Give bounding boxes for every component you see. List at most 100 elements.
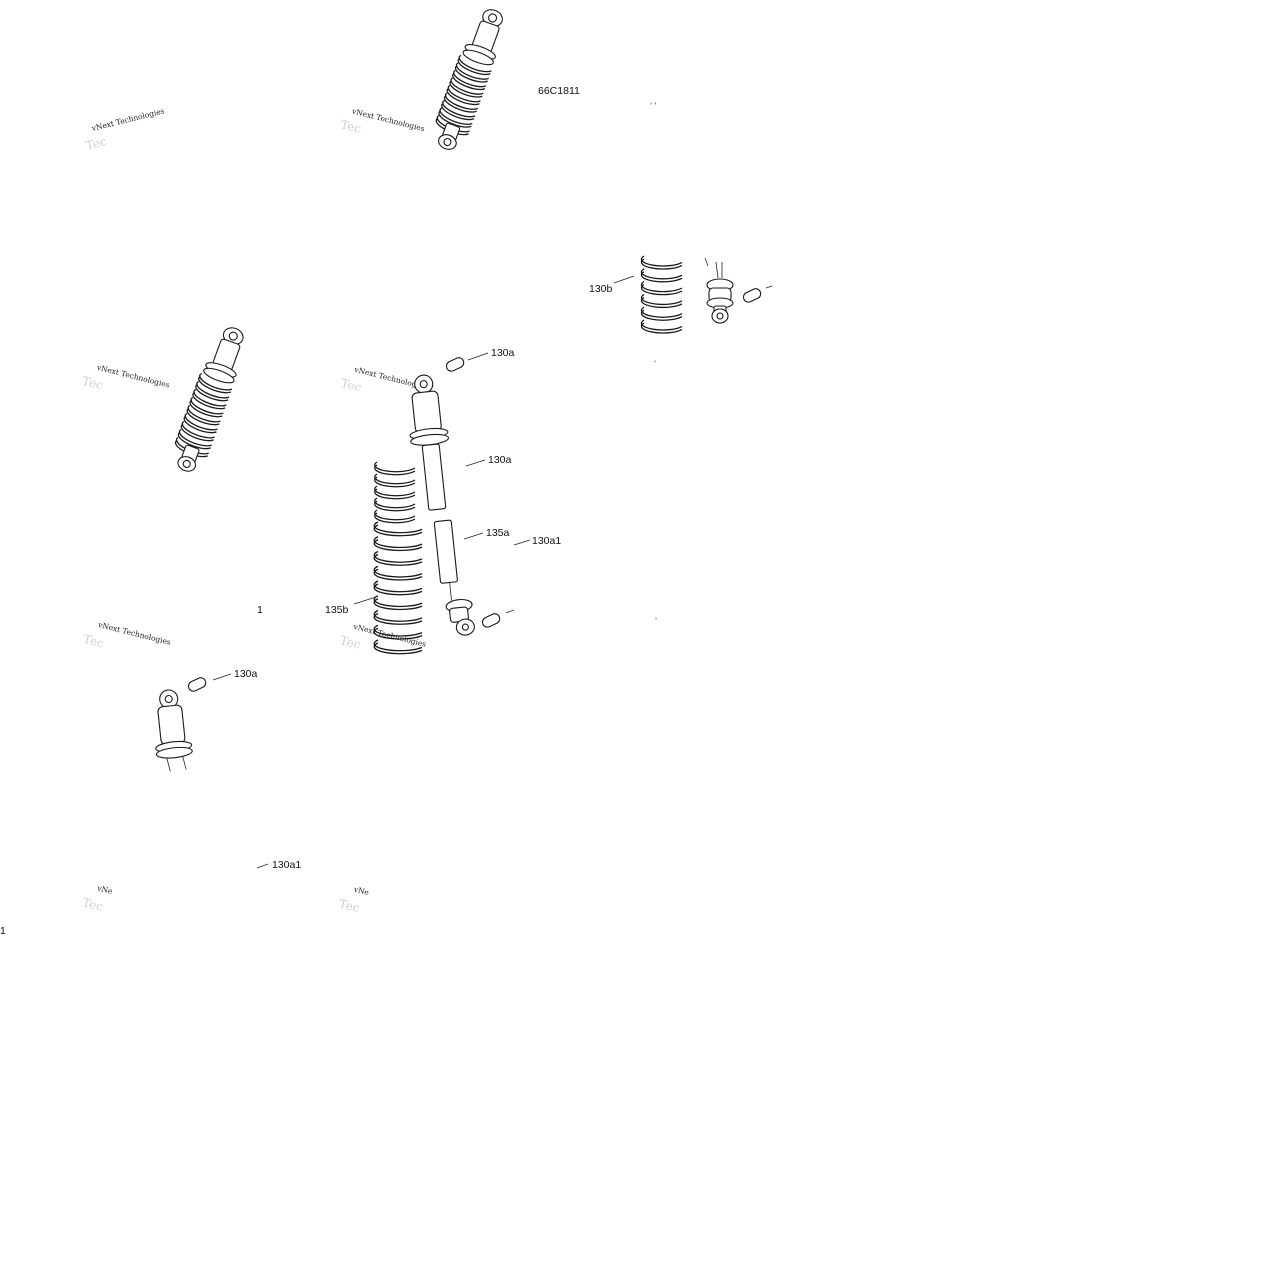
watermark-back: Tec bbox=[82, 632, 106, 651]
spring-130b-fragment bbox=[640, 255, 683, 334]
spring-coil-turn bbox=[640, 271, 683, 283]
spring-coil-turn bbox=[373, 612, 423, 625]
exploded-shock-body bbox=[409, 374, 475, 636]
spring-coil-turn bbox=[640, 306, 683, 318]
label-135a: 135a bbox=[486, 527, 510, 539]
watermark-text: vNext Technologies bbox=[350, 106, 426, 133]
spring-coil-turn bbox=[373, 609, 423, 622]
spring-coil-turn bbox=[443, 95, 478, 113]
spring-coil-turn bbox=[640, 258, 683, 270]
spring-coil-turn bbox=[373, 565, 423, 578]
spring-coil-turn bbox=[195, 383, 229, 402]
spring-coil-turn bbox=[374, 473, 416, 485]
spring-coil-turn bbox=[374, 476, 416, 488]
spring-coil-turn bbox=[457, 57, 491, 76]
spring-coil-turn bbox=[640, 284, 683, 296]
spring-coil-turn bbox=[373, 624, 423, 637]
spring-coil-turn bbox=[374, 497, 416, 509]
spring-135b bbox=[373, 521, 423, 655]
svg-text:' ': ' ' bbox=[650, 101, 657, 110]
watermark-text: vNext Technologies bbox=[96, 620, 172, 647]
figure-id: 66C1811 bbox=[538, 85, 580, 97]
watermark-back: Tec bbox=[84, 134, 108, 153]
spring-coil-turn bbox=[183, 415, 217, 434]
label-130a1-right: 130a1 bbox=[532, 535, 561, 547]
spring-coil-turn bbox=[374, 509, 416, 521]
spring-coil-turn bbox=[373, 521, 423, 534]
watermark-text: vNext Technologies bbox=[90, 106, 166, 133]
watermark-back: Tec bbox=[339, 117, 363, 136]
spring-coil-turn bbox=[373, 595, 423, 608]
watermark-back: Tec bbox=[338, 633, 362, 652]
svg-text:': ' bbox=[655, 616, 657, 625]
spring-coil-turn bbox=[181, 420, 215, 439]
spring-coil-turn bbox=[373, 524, 423, 537]
spring-coil-turn bbox=[438, 110, 472, 128]
spring-coil-turn bbox=[196, 380, 230, 399]
spring-coil-turn bbox=[640, 296, 683, 309]
spring-coil-turn bbox=[193, 388, 227, 407]
spring-coil-turn bbox=[373, 550, 423, 563]
watermarks: Tec vNext Technologies Tec vNext Technol… bbox=[81, 101, 657, 916]
label-1-edge: 1 bbox=[0, 925, 6, 937]
label-130a-partial: 130a bbox=[234, 668, 258, 680]
watermark-back: Tec bbox=[339, 376, 363, 395]
spring-coil-turn bbox=[442, 99, 476, 118]
spring-coil-turn bbox=[640, 319, 683, 331]
label-1: 1 bbox=[257, 604, 263, 616]
spring-coil-turn bbox=[199, 372, 233, 391]
spring-coil-turn bbox=[187, 404, 221, 423]
spring-coil-turn bbox=[446, 87, 480, 106]
label-130a1-bottom: 130a1 bbox=[272, 859, 301, 871]
watermark-partial: vNe bbox=[95, 883, 113, 896]
spring-coil-turn bbox=[458, 54, 492, 73]
callout-labels: 66C1811 130a 130a 135a 130a1 135b 130b 1… bbox=[0, 85, 613, 937]
spring-coil-turn bbox=[450, 77, 484, 95]
spring-coil-turn bbox=[189, 399, 223, 418]
spring-coil-turn bbox=[444, 92, 479, 110]
watermark-back: Tec bbox=[81, 895, 105, 914]
spring-coil-turn bbox=[192, 391, 226, 410]
spring-coil-turn bbox=[373, 598, 423, 611]
watermark-partial: vNe bbox=[352, 884, 370, 897]
spring-coil-turn bbox=[640, 268, 683, 280]
spring-coil-turn bbox=[373, 553, 423, 566]
spring-coil-turn bbox=[198, 375, 232, 394]
spring-coil-turn bbox=[441, 102, 475, 121]
spring-coil-turn bbox=[190, 396, 224, 415]
shock-assembly-left bbox=[174, 327, 244, 472]
spring-coil-turn bbox=[373, 639, 423, 652]
label-130a-mid: 130a bbox=[488, 454, 512, 466]
spring-coil-turn bbox=[373, 627, 423, 640]
spring-coil-turn bbox=[453, 69, 487, 88]
spring-coil-turn bbox=[374, 485, 416, 497]
spring-coil-turn bbox=[374, 488, 416, 500]
spring-coil-turn bbox=[449, 80, 483, 98]
spring-coil-turn bbox=[640, 309, 683, 321]
spring-coil-turn bbox=[178, 428, 212, 447]
shock-fragment-lower bbox=[155, 689, 193, 772]
spring-coil-turn bbox=[374, 464, 416, 476]
spring-coil-turn bbox=[374, 461, 416, 473]
spring-coil-turn bbox=[374, 500, 416, 512]
shock-fragment-right bbox=[704, 257, 734, 324]
watermark-text: vNext Technologies bbox=[95, 363, 171, 390]
spring-coil-turn bbox=[373, 539, 423, 552]
spring-coil-turn bbox=[186, 407, 220, 426]
spring-coil-turn bbox=[640, 293, 683, 306]
spring-coil-turn bbox=[640, 281, 683, 293]
leader-lines bbox=[212, 275, 773, 869]
spring-coil-turn bbox=[373, 568, 423, 581]
svg-text:': ' bbox=[654, 359, 656, 368]
spring-coil-turn bbox=[184, 412, 218, 431]
spring-coil-turn bbox=[439, 107, 473, 125]
shock-assembly-top bbox=[435, 9, 503, 150]
watermark-back: Tec bbox=[337, 897, 361, 916]
spring-coil-turn bbox=[373, 580, 423, 593]
label-130b: 130b bbox=[589, 283, 613, 295]
spring-coil-turn bbox=[455, 62, 490, 80]
spring-coil-turn bbox=[177, 431, 211, 450]
spring-coil-turn bbox=[373, 642, 423, 655]
spring-coil-turn bbox=[374, 512, 416, 524]
